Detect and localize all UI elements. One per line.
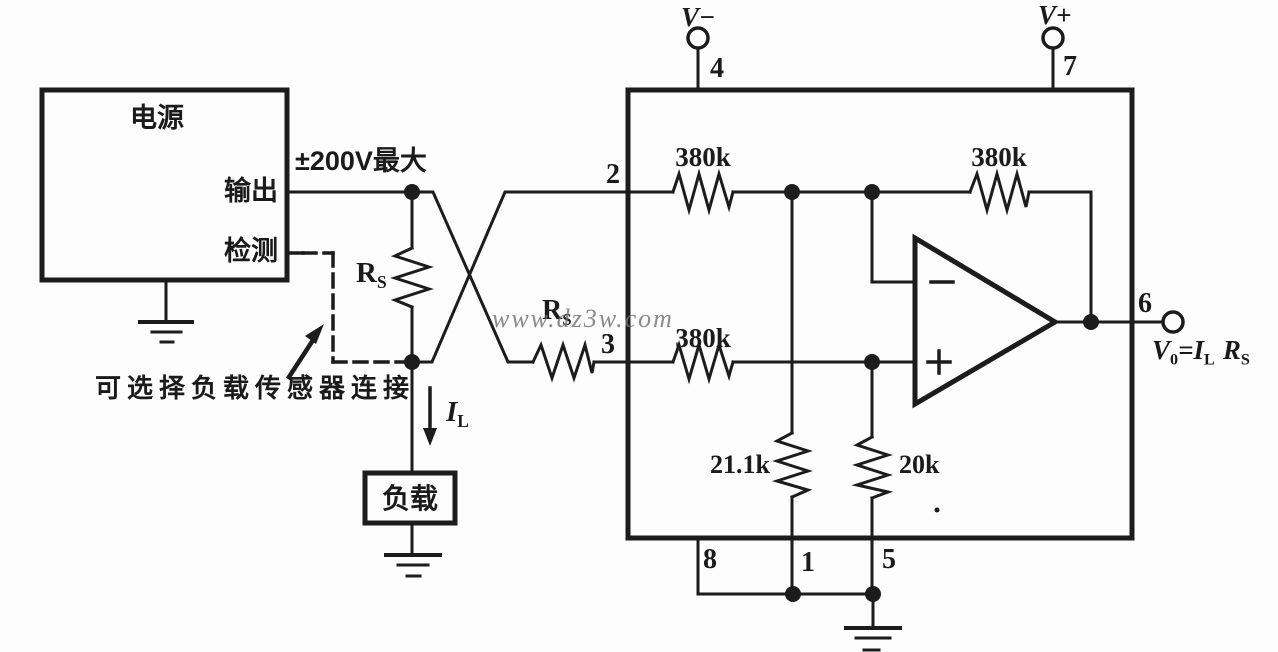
r-input-top-resistor bbox=[671, 168, 735, 216]
pin-7-label: 7 bbox=[1063, 51, 1077, 82]
opamp-icon bbox=[912, 233, 1060, 409]
annotation-arrow-icon bbox=[285, 324, 324, 381]
r-input-top-label: 380k bbox=[675, 142, 731, 172]
load-current-arrow-icon bbox=[423, 386, 437, 446]
junction-dots bbox=[404, 184, 1099, 602]
rs-shunt-resistor bbox=[390, 190, 434, 364]
supply-sense-label: 检测 bbox=[224, 236, 278, 266]
output-terminal bbox=[1161, 310, 1185, 334]
pin-3-label: 3 bbox=[601, 329, 615, 360]
pin-8-label: 8 bbox=[703, 544, 717, 575]
supply-title: 电源 bbox=[130, 103, 184, 133]
v-minus-label: V− bbox=[681, 2, 716, 32]
r-gain-left-resistor bbox=[771, 190, 813, 540]
r-feedback-resistor bbox=[968, 168, 1031, 216]
v-plus-terminal bbox=[1041, 26, 1065, 92]
il-base: I bbox=[446, 396, 458, 428]
rs-series-resistor bbox=[531, 339, 596, 383]
optional-sense-label: 可选择负载传感器连接 bbox=[95, 373, 416, 403]
rs-shunt-sub: S bbox=[376, 272, 387, 293]
r-input-bottom-resistor bbox=[671, 339, 735, 385]
rs-shunt-base: R bbox=[356, 257, 377, 289]
opamp-plus-icon bbox=[926, 349, 952, 375]
watermark: www.dz3w.com bbox=[492, 304, 674, 333]
formula-i-sub: L bbox=[1204, 350, 1215, 369]
minus-input-wire bbox=[870, 190, 917, 284]
pin-5-label: 5 bbox=[882, 544, 896, 575]
formula-r: R bbox=[1222, 335, 1241, 365]
formula-r-sub: S bbox=[1240, 350, 1250, 369]
ic-ground-icon bbox=[844, 594, 902, 652]
formula-v: V bbox=[1152, 335, 1171, 365]
rs-series-label: RS bbox=[542, 297, 572, 329]
supply-output-label: 输出 bbox=[224, 176, 278, 206]
v-minus-terminal bbox=[686, 26, 710, 92]
r-feedback-label: 380k bbox=[971, 142, 1027, 172]
ic-box bbox=[625, 87, 1135, 541]
bottom-pins-wire bbox=[696, 536, 875, 598]
cross-wire-output-to-pin3 bbox=[410, 190, 535, 364]
load-ground-icon bbox=[384, 521, 442, 578]
v-plus-label: V+ bbox=[1038, 0, 1072, 30]
formula-i: I bbox=[1193, 335, 1205, 365]
max-voltage-label: ±200V最大 bbox=[295, 146, 427, 176]
rs-series-base: R bbox=[542, 295, 563, 326]
formula-v-sub: 0 bbox=[1170, 350, 1179, 369]
r-gain-right-resistor bbox=[851, 360, 894, 540]
pin-1-label: 1 bbox=[801, 547, 815, 578]
rs-series-sub: S bbox=[562, 309, 572, 329]
pin-4-label: 4 bbox=[710, 53, 724, 84]
pin-6-label: 6 bbox=[1138, 288, 1152, 319]
load-box bbox=[362, 470, 458, 526]
pin-2-label: 2 bbox=[606, 159, 620, 190]
r-input-bottom-label: 380k bbox=[675, 323, 731, 353]
optional-sense-dashed-wire bbox=[285, 251, 405, 364]
rs-shunt-label: RS bbox=[356, 259, 387, 291]
ink-speck bbox=[934, 507, 940, 513]
il-sub: L bbox=[457, 411, 469, 432]
formula-equals: = bbox=[1178, 335, 1194, 365]
r-gain-right-label: 20k bbox=[899, 450, 940, 479]
load-current-label: IL bbox=[446, 398, 469, 430]
cross-wire-sense-to-pin2 bbox=[410, 190, 675, 364]
supply-ground-icon bbox=[138, 278, 194, 344]
load-label: 负载 bbox=[381, 483, 439, 514]
feedback-wire bbox=[1027, 190, 1093, 324]
r-gain-left-label: 21.1k bbox=[710, 450, 770, 479]
